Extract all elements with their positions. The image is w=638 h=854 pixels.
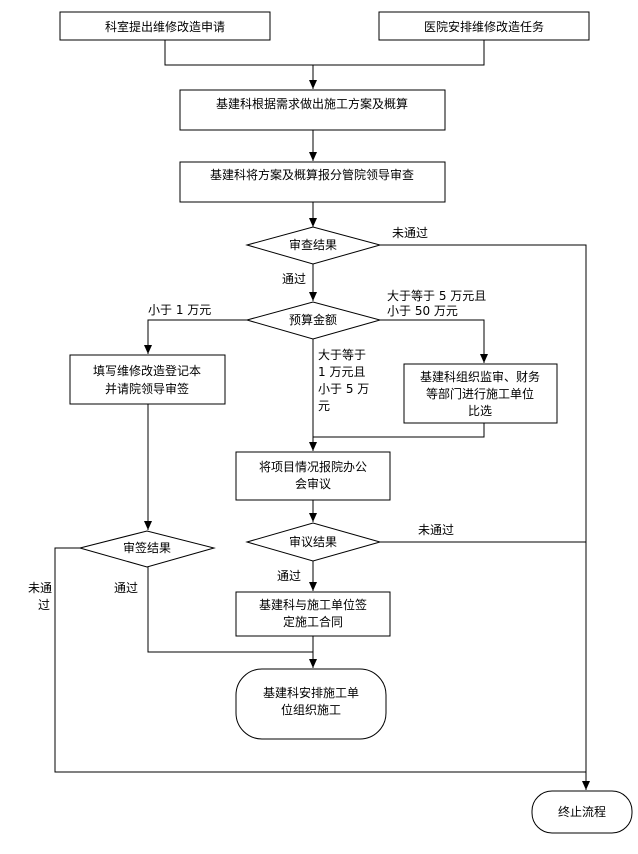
node-hospital-task-label: 医院安排维修改造任务 [424, 19, 544, 34]
node-plan-budget-label: 基建科根据需求做出施工方案及概算 [216, 96, 408, 111]
node-arrange-construction-line-1: 基建科安排施工单 [263, 685, 359, 700]
node-select-contractor-line-2: 等部门进行施工单位 [426, 386, 534, 401]
node-budget-amount-label: 预算金额 [289, 312, 337, 327]
node-deliberation-result-label: 审议结果 [289, 534, 337, 549]
edge-budget-less [144, 319, 248, 354]
node-submit-review: 基建科将方案及概算报分管院领导审查 [179, 161, 446, 203]
label-deliberation-pass: 通过 [277, 569, 301, 583]
node-select-contractor: 基建科组织监审、财务 等部门进行施工单位 比选 [403, 363, 558, 424]
label-between-line-4: 元 [318, 399, 330, 413]
label-between-line-1: 大于等于 [318, 348, 366, 362]
node-select-contractor-line-3: 比选 [468, 404, 492, 418]
node-plan-budget: 基建科根据需求做出施工方案及概算 [179, 89, 446, 131]
label-sign-fail-line-2: 过 [38, 598, 50, 612]
node-hospital-task: 医院安排维修改造任务 [378, 11, 590, 41]
label-sign-pass: 通过 [114, 581, 138, 595]
node-submit-review-label: 基建科将方案及概算报分管院领导审查 [210, 167, 414, 182]
label-review-pass: 通过 [282, 272, 306, 286]
label-over-5w-line-1: 大于等于 5 万元且 [387, 289, 486, 303]
edge-sign-fail [54, 547, 586, 773]
label-less-1w: 小于 1 万元 [148, 303, 211, 317]
node-report-meeting-line-2: 会审议 [295, 476, 331, 491]
node-fill-register-line-1: 填写维修改造登记本 [93, 363, 201, 378]
node-fill-register-line-2: 并请院领导审签 [105, 381, 189, 396]
node-report-meeting-line-1: 将项目情况报院办公 [259, 459, 367, 474]
node-review-result-label: 审查结果 [289, 237, 337, 252]
connectors [54, 40, 590, 790]
node-sign-result: 审签结果 [78, 530, 216, 568]
label-over-5w-line-2: 小于 50 万元 [387, 304, 458, 318]
node-sign-contract-line-2: 定施工合同 [283, 614, 343, 629]
node-arrange-construction-line-2: 位组织施工 [281, 702, 341, 717]
node-fill-register: 填写维修改造登记本 并请院领导审签 [69, 354, 226, 405]
node-sign-contract-line-1: 基建科与施工单位签 [259, 597, 367, 612]
node-report-meeting: 将项目情况报院办公 会审议 [235, 451, 391, 501]
label-between-line-2: 1 万元且 [318, 365, 365, 379]
label-review-fail: 未通过 [392, 226, 428, 240]
node-sign-result-label: 审签结果 [123, 540, 171, 555]
label-between-line-3: 小于 5 万 [318, 382, 369, 396]
edge-budget-over [380, 319, 488, 363]
node-end: 终止流程 [531, 790, 633, 834]
edge-request-merge [164, 40, 485, 66]
node-dept-request: 科室提出维修改造申请 [59, 11, 271, 41]
edge-review-fail [380, 244, 590, 790]
node-select-contractor-line-1: 基建科组织监审、财务 [420, 369, 540, 384]
edge-labels: 未通过 通过 小于 1 万元 大于等于 5 万元且 小于 50 万元 大于等于 … [28, 226, 486, 612]
label-sign-fail-line-1: 未通 [28, 581, 52, 595]
label-deliberation-fail: 未通过 [418, 523, 454, 537]
node-dept-request-label: 科室提出维修改造申请 [105, 19, 225, 34]
edge-select-to-meeting [313, 423, 485, 438]
node-review-result: 审查结果 [245, 226, 382, 265]
node-end-label: 终止流程 [558, 804, 606, 819]
node-budget-amount: 预算金额 [245, 301, 382, 340]
node-sign-contract: 基建科与施工单位签 定施工合同 [235, 591, 391, 637]
edge-sign-pass [147, 567, 313, 653]
node-deliberation-result: 审议结果 [245, 522, 382, 562]
node-arrange-construction: 基建科安排施工单 位组织施工 [235, 668, 387, 740]
